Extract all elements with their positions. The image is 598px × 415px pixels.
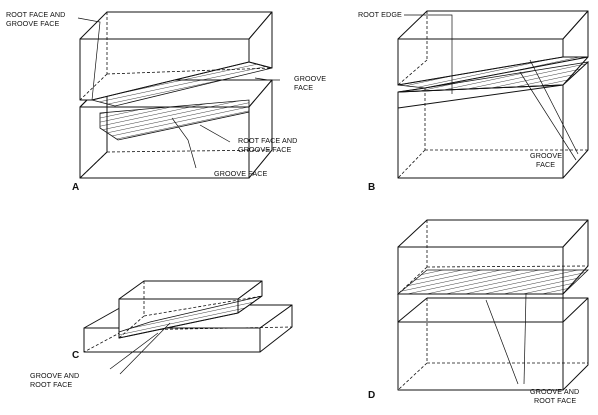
panel-d-lower-front (397, 321, 564, 391)
panel-d-label-groove-root-1: GROOVE AND (530, 387, 579, 396)
panel-c-upright-block (118, 280, 263, 339)
panel-d: GROOVE AND ROOT FACE D (368, 219, 589, 405)
panel-a-label-root-groove-top-1: ROOT FACE AND (6, 10, 65, 19)
panel-a-label-groove-face-right-2: FACE (294, 83, 313, 92)
panel-a-lower-groove-face (99, 99, 250, 141)
panel-a-upper-block (79, 11, 273, 107)
panel-a-label-root-groove-mid-2: GROOVE FACE (238, 145, 292, 154)
panel-b-label-groove-face-1: GROOVE (530, 151, 562, 160)
panel-d-letter: D (368, 390, 375, 401)
panel-a-letter: A (72, 182, 79, 193)
panel-c-letter: C (72, 350, 79, 361)
panel-c-label-groove-root-2: ROOT FACE (30, 380, 72, 389)
panel-a-label-root-groove-mid-1: ROOT FACE AND (238, 136, 297, 145)
panel-b: ROOT EDGE GROOVE FACE B (358, 10, 590, 193)
panel-c-label-groove-root-1: GROOVE AND (30, 371, 79, 380)
panel-b-upper-block (397, 10, 589, 89)
panel-b-label-groove-face-2: FACE (536, 160, 555, 169)
panel-d-label-groove-root-2: ROOT FACE (534, 396, 576, 405)
panel-c-plate-front (83, 327, 261, 353)
panel-a-label-groove-face-right-1: GROOVE (294, 74, 326, 83)
panel-b-letter: B (368, 182, 375, 193)
panel-d-lower-block (397, 294, 589, 391)
panel-c: GROOVE AND ROOT FACE C (30, 280, 293, 389)
panel-a: ROOT FACE AND GROOVE FACE GROOVE FACE RO… (6, 10, 326, 193)
panel-b-label-root-edge: ROOT EDGE (358, 10, 402, 19)
panel-d-groove-root-face (396, 269, 589, 295)
panel-c-groove-face (118, 295, 263, 339)
panel-a-label-root-groove-top-2: GROOVE FACE (6, 19, 60, 28)
panel-a-label-groove-face-bottom: GROOVE FACE (214, 169, 268, 178)
